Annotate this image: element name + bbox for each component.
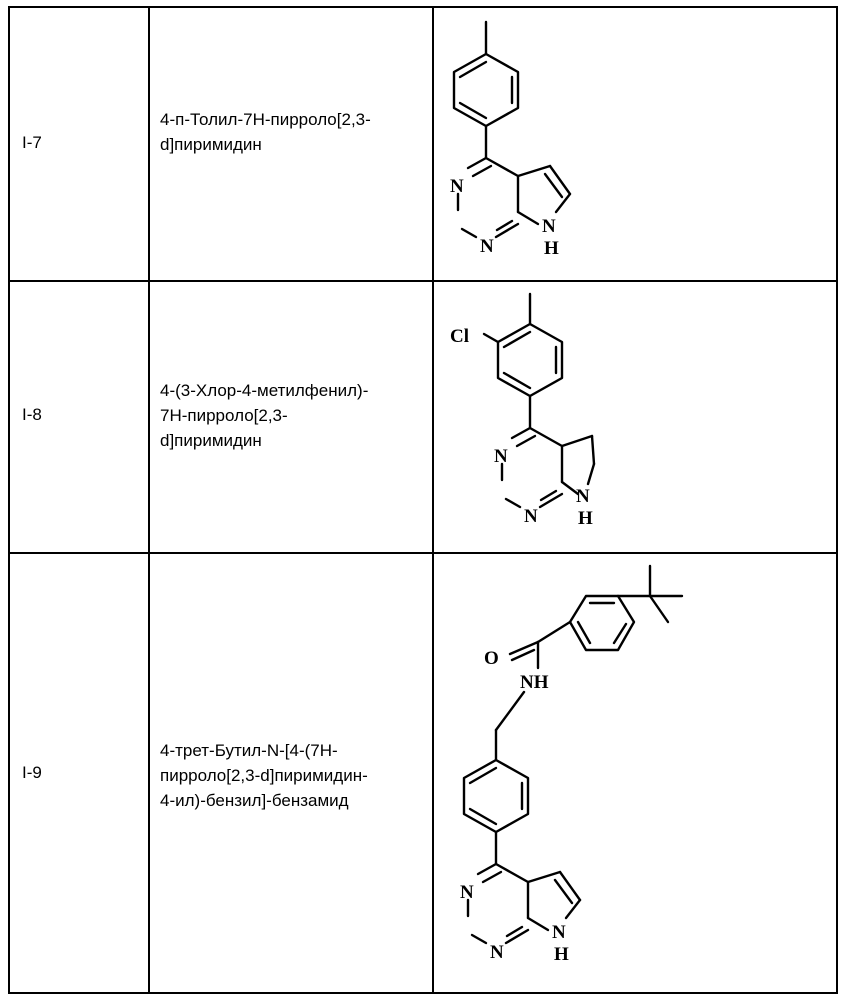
column-divider [432,8,434,992]
atom-label: N [542,216,556,237]
atom-label: N [490,942,504,963]
structure-i7: N N N H [438,14,588,276]
compound-name-line: пирроло[2,3-d]пиримидин- [160,763,368,788]
compound-name-line: d]пиримидин [160,428,368,453]
column-divider [148,8,150,992]
atom-label: H [544,238,559,259]
atom-label: N [460,882,474,903]
compound-name-line: 4-п-Толил-7Н-пирроло[2,3- [160,107,371,132]
atom-label: NH [520,672,549,693]
compound-id: I-7 [22,130,42,155]
atom-label: O [484,648,499,669]
row-divider [10,552,836,554]
structure-i8: Cl N N N H [438,288,598,550]
atom-label: H [554,944,569,965]
compound-name-line: 4-трет-Бутил-N-[4-(7Н- [160,738,368,763]
compound-name-line: 4-(3-Хлор-4-метилфенил)- [160,378,368,403]
atom-label: N [480,236,494,257]
compound-table: I-7 4-п-Толил-7Н-пирроло[2,3- d]пиримиди… [8,6,838,994]
atom-label: N [576,486,590,507]
row-divider [10,280,836,282]
compound-name-line: 4-ил)-бензил]-бензамид [160,788,368,813]
compound-name: 4-(3-Хлор-4-метилфенил)- 7Н-пирроло[2,3-… [160,378,368,453]
atom-label: N [524,506,538,527]
compound-id: I-9 [22,760,42,785]
compound-id: I-8 [22,402,42,427]
structure-i9: O NH [438,560,698,992]
atom-label: N [552,922,566,943]
compound-name: 4-п-Толил-7Н-пирроло[2,3- d]пиримидин [160,107,371,157]
atom-label: H [578,508,593,529]
atom-label: Cl [450,326,469,347]
compound-name-line: 7Н-пирроло[2,3- [160,403,368,428]
atom-label: N [450,176,464,197]
compound-name: 4-трет-Бутил-N-[4-(7Н- пирроло[2,3-d]пир… [160,738,368,813]
compound-name-line: d]пиримидин [160,132,371,157]
atom-label: N [494,446,508,467]
